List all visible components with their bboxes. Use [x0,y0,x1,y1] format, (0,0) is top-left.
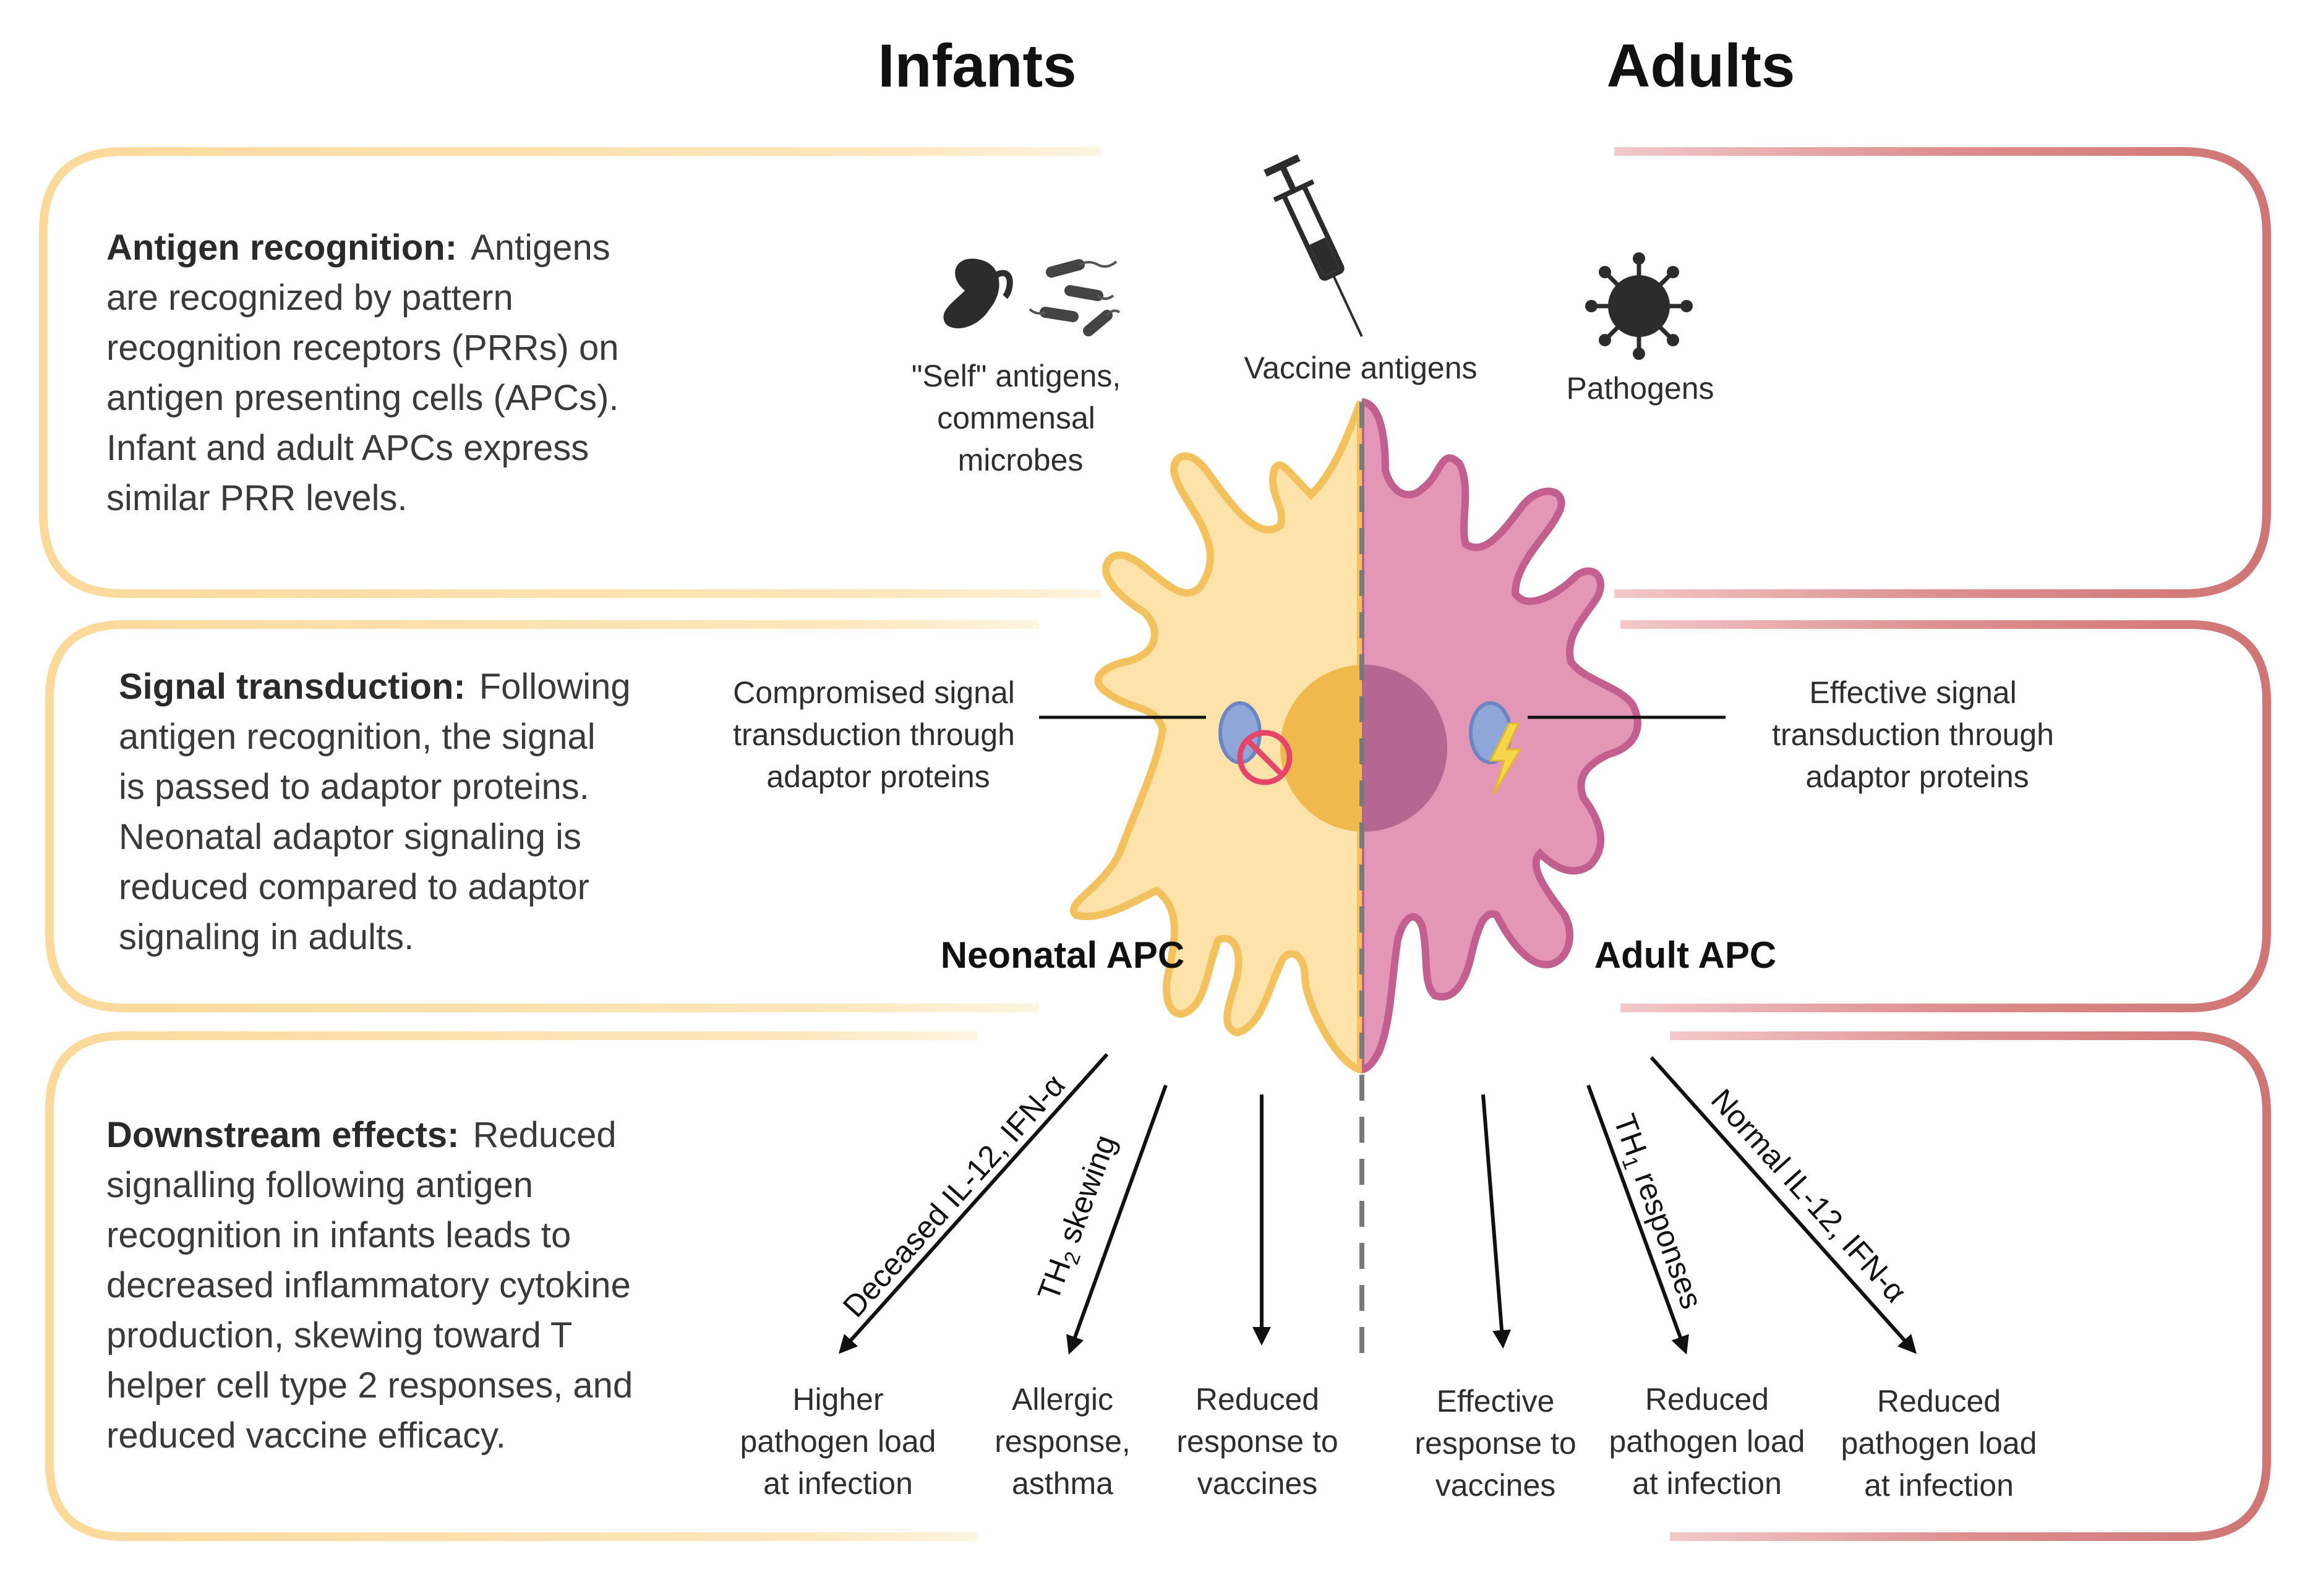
row-heading: Downstream effects: [106,1115,459,1155]
compromised-signal-label: Compromised signal transduction through … [733,675,1024,794]
title-adults: Adults [1607,32,1795,100]
arrow-label-normal: Normal IL-12, IFN-α [1705,1082,1914,1309]
row-heading: Signal transduction: [119,667,466,707]
title-infants: Infants [878,32,1076,100]
effective-signal-label: Effective signal transduction through ad… [1772,675,2063,794]
lightning-icon [1489,722,1522,795]
arrow-effective-vaccine [1481,1094,1512,1349]
adult-frames [1614,147,2271,1541]
arrow-reduced-pathogen-th1 [1586,1084,1689,1355]
arrow-allergic [1066,1084,1168,1355]
vaccine-antigens-label: Vaccine antigens [1244,351,1477,385]
arrow-higher-pathogen [838,1052,1109,1354]
adult-apc-label: Adult APC [1594,934,1776,976]
self-antigens-label: "Self" antigens, commensal microbes [912,359,1129,477]
syringe-icon [1264,154,1363,337]
pathogens-label: Pathogens [1566,371,1714,406]
arrow-label-th2: TH2 skewing [1031,1130,1127,1307]
row-heading: Antigen recognition: [106,228,457,268]
row-antigen-recognition-text: Antigen recognition:Antigens are recogni… [106,228,629,518]
row-downstream-effects-text: Downstream effects:Reduced signalling fo… [106,1115,643,1456]
downstream-arrows [838,1052,1917,1355]
pathogen-icon [1585,252,1693,360]
infant-frames [39,147,1101,1541]
neonatal-apc-cell [1070,400,1362,1074]
arrow-reduced-pathogen-normal [1649,1056,1917,1354]
row-signal-transduction-text: Signal transduction:Following antigen re… [119,667,641,957]
arrow-label-th1: TH1 responses [1603,1109,1709,1315]
neonatal-apc-label: Neonatal APC [941,934,1185,976]
adult-apc-cell [1362,398,1641,1073]
microbes-icon [943,258,1121,336]
